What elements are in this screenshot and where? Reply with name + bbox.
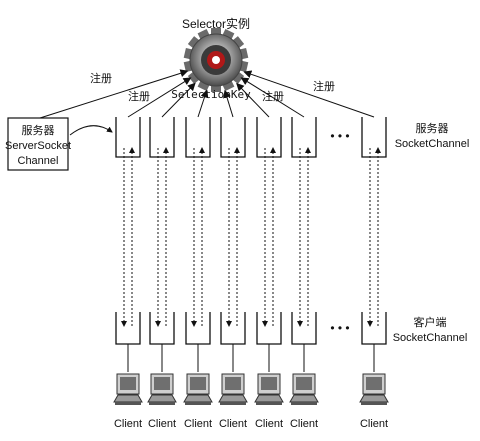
server-socket-channel (291, 117, 317, 158)
server-box-line2: ServerSocket (5, 140, 71, 152)
client-socket-channel (149, 312, 175, 345)
server-box-line1: 服务器 (22, 124, 55, 137)
computer-icon (289, 373, 319, 405)
client-socket-channel (361, 312, 387, 345)
computer-icon (359, 373, 389, 405)
client-label: Client (290, 418, 318, 430)
server-box-line3: Channel (18, 155, 59, 167)
gear-icon (183, 28, 249, 92)
register-arrow (223, 89, 234, 118)
selection-key-label: SelectionKey (171, 88, 251, 101)
client-channel-label-line1: 客户端 (414, 315, 447, 329)
client-socket-channel (291, 312, 317, 345)
register-label-3: 注册 (262, 89, 284, 103)
ellipsis-top: • • • (330, 129, 349, 143)
client-label: Client (360, 418, 388, 430)
computer-icon (147, 373, 177, 405)
register-arrow (243, 70, 375, 118)
server-socket-channel (361, 117, 387, 158)
client-label: Client (184, 418, 212, 430)
server-socket-channel (149, 117, 175, 158)
server-socket-channel (185, 117, 211, 158)
client-label: Client (148, 418, 176, 430)
client-socket-channel (256, 312, 282, 345)
server-socket-channel (220, 117, 246, 158)
register-arrow (39, 69, 189, 119)
register-arrow (197, 89, 209, 118)
client-label: Client (219, 418, 247, 430)
register-arrow (240, 77, 305, 118)
register-arrow (161, 82, 196, 118)
register-label-4: 注册 (313, 79, 335, 93)
computer-icon (254, 373, 284, 405)
channel-columns: Client Client Client Client Client Client Clie… (113, 117, 389, 430)
client-label: Client (255, 418, 283, 430)
register-arrow (236, 82, 270, 118)
register-arrow (127, 77, 192, 118)
computer-icon (183, 373, 213, 405)
register-arrows (39, 69, 375, 119)
server-channel-label-line2: SocketChannel (395, 138, 470, 150)
server-socket-channel (115, 117, 141, 158)
register-label-1: 注册 (90, 71, 112, 85)
client-channel-label-line2: SocketChannel (393, 332, 468, 344)
ellipsis-bottom: • • • (330, 321, 349, 335)
server-socket-channel-box: 服务器 ServerSocket Channel (5, 117, 71, 171)
computer-icon (113, 373, 143, 405)
client-label: Client (114, 418, 142, 430)
accept-arrow (69, 125, 113, 136)
server-socket-channel (256, 117, 282, 158)
client-socket-channel (185, 312, 211, 345)
server-channel-label-line1: 服务器 (416, 122, 449, 135)
register-label-2: 注册 (128, 89, 150, 103)
selector-title: Selector实例 (182, 16, 250, 31)
client-socket-channel (115, 312, 141, 345)
client-socket-channel (220, 312, 246, 345)
computer-icon (218, 373, 248, 405)
